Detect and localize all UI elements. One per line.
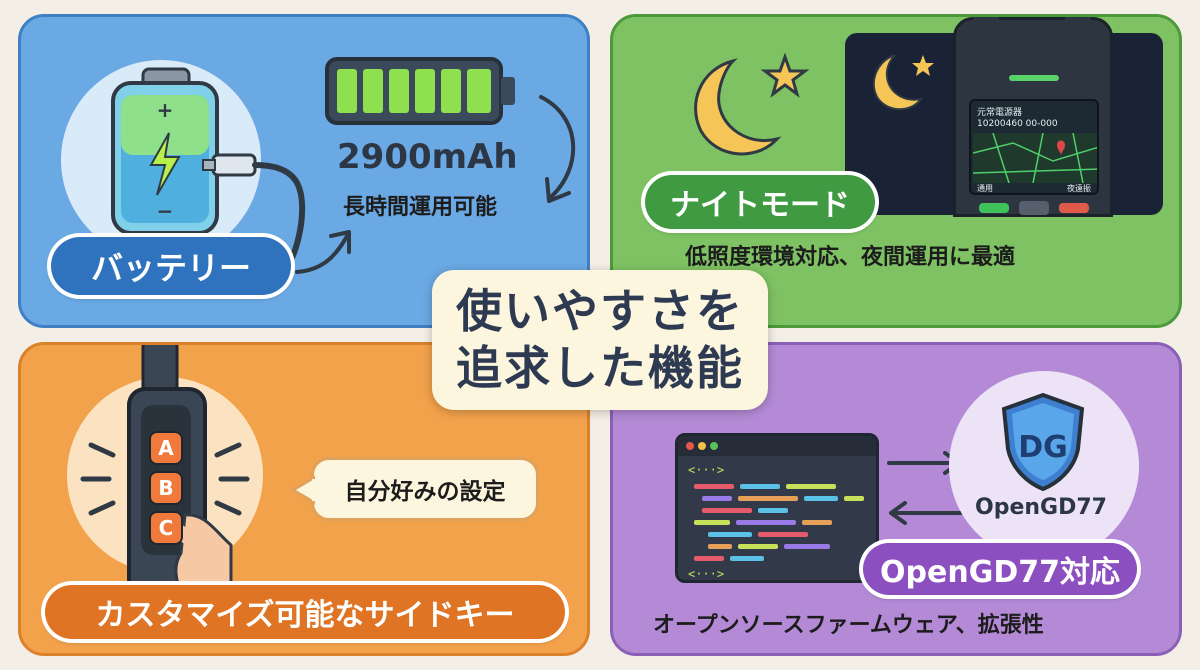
curve-arrow-icon	[539, 95, 576, 203]
radio-side-icon	[67, 345, 263, 595]
code-window-titlebar	[678, 436, 876, 456]
side-key-b[interactable]: B	[149, 471, 183, 505]
minimize-dot-icon	[698, 442, 706, 450]
left-arrow-icon	[889, 501, 963, 525]
opengd77-badge: OpenGD77対応	[863, 543, 1137, 595]
side-keys-panel: A B C 自分好みの設定 カスタマイズ可能なサイドキー	[18, 342, 590, 656]
radio-led	[1009, 75, 1059, 81]
radio-button-right	[1059, 203, 1089, 213]
shield-icon: DG	[1001, 392, 1085, 491]
night-caption: 低照度環境対応、夜間運用に最適	[685, 245, 1016, 270]
battery-panel: + − 2900mAh 長時間運用可能 バッテリー	[18, 14, 590, 328]
radio-screen: 元常電源器 10200460 00-000 通用 夜遠振	[969, 99, 1099, 195]
opengd77-caption: オープンソースファームウェア、拡張性	[653, 613, 1044, 638]
svg-text:<···>: <···>	[688, 463, 724, 477]
moon-star-icon	[694, 52, 810, 156]
svg-text:−: −	[157, 199, 174, 223]
side-key-a[interactable]: A	[149, 431, 183, 465]
settings-bubble: 自分好みの設定	[311, 457, 539, 521]
side-keys-badge: カスタマイズ可能なサイドキー	[45, 585, 565, 639]
svg-text:DG: DG	[1018, 430, 1068, 465]
opengd77-logo-text: OpenGD77	[975, 495, 1107, 520]
center-title-line2: 追求した機能	[456, 341, 744, 395]
battery-icon: + −	[61, 60, 306, 278]
svg-text:<···>: <···>	[688, 567, 724, 581]
night-mode-panel: 元常電源器 10200460 00-000 通用 夜遠振 ナイトモード 低照度環…	[610, 14, 1182, 328]
battery-capacity: 2900mAh	[337, 137, 518, 177]
settings-bubble-text: 自分好みの設定	[344, 479, 506, 505]
radio-map	[973, 133, 1097, 183]
battery-level-icon	[325, 57, 515, 125]
radio-antenna-right	[1065, 17, 1091, 37]
night-badge: ナイトモード	[645, 175, 875, 229]
svg-text:+: +	[157, 98, 174, 122]
radio-screen-frequency: 10200460 00-000	[977, 119, 1058, 129]
center-title-line1: 使いやすさを	[456, 283, 744, 338]
up-arrow-icon	[295, 230, 351, 274]
battery-caption: 長時間運用可能	[343, 195, 498, 220]
code-window: <···> <···>	[675, 433, 879, 583]
bubble-tail-icon	[291, 475, 315, 505]
close-dot-icon	[686, 442, 694, 450]
battery-badge: バッテリー	[51, 237, 291, 295]
radio-button-left	[979, 203, 1009, 213]
radio-antenna-left	[973, 17, 999, 37]
code-lines-icon: <···> <···>	[688, 463, 864, 581]
radio-button-mid	[1019, 201, 1049, 215]
radio-screen-footer-left: 通用	[977, 184, 993, 193]
radio-screen-footer-right: 夜遠振	[1067, 184, 1091, 193]
center-title-box: 使いやすさを 追求した機能	[432, 270, 768, 410]
maximize-dot-icon	[710, 442, 718, 450]
small-moon-icon	[872, 54, 934, 111]
radio-screen-header: 元常電源器	[977, 108, 1023, 118]
side-key-c[interactable]: C	[149, 511, 183, 545]
